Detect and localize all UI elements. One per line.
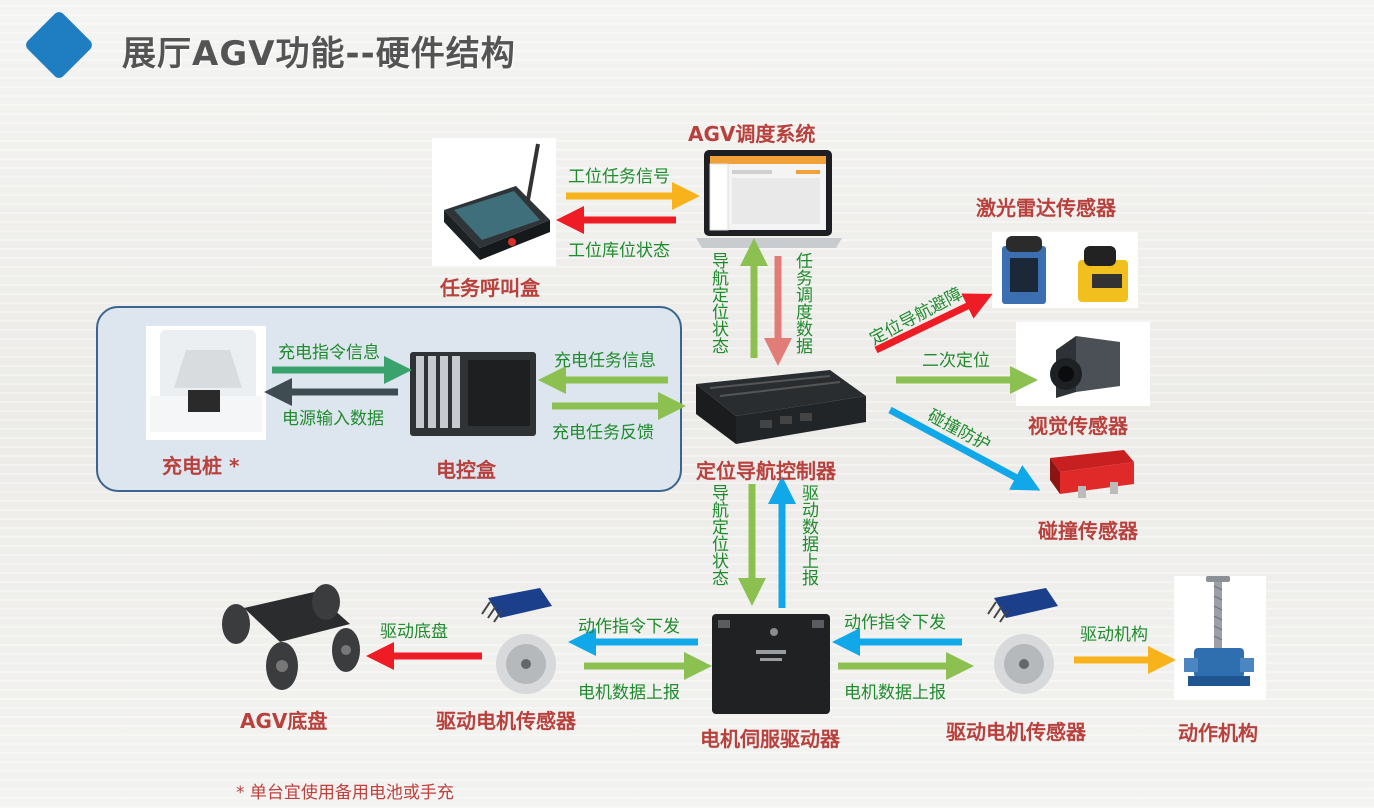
edge-label-drive-report: 驱动数据上报 xyxy=(798,484,818,586)
edge-label-secondary-pos: 二次定位 xyxy=(922,351,990,371)
motor-sensor-left-label: 驱动电机传感器 xyxy=(436,709,576,733)
lidar-label: 激光雷达传感器 xyxy=(976,196,1116,220)
servo-driver-image xyxy=(708,610,834,718)
lidar-image xyxy=(992,232,1138,308)
edge-label-station-status: 工位库位状态 xyxy=(568,241,670,261)
vision-label: 视觉传感器 xyxy=(1028,414,1128,438)
bumper-icon xyxy=(1050,450,1134,498)
edge-label-task-signal: 工位任务信号 xyxy=(568,167,670,187)
motor-sensor-left-image xyxy=(478,584,568,700)
lidar-icon xyxy=(1002,236,1128,304)
collision-label: 碰撞传感器 xyxy=(1038,519,1138,543)
servo-driver-icon xyxy=(712,614,830,714)
edge-label-nav-status-up: 导航定位状态 xyxy=(708,252,728,354)
motor-sensor-right-image xyxy=(984,584,1074,700)
page-title: 展厅AGV功能--硬件结构 xyxy=(122,34,516,74)
edge-label-nav-status-down: 导航定位状态 xyxy=(708,484,728,586)
power-box-image xyxy=(406,342,540,442)
chassis-icon xyxy=(222,584,360,690)
edge-label-charge-task: 充电任务信息 xyxy=(554,351,656,371)
arrow-collision xyxy=(888,406,1041,491)
laptop-icon xyxy=(696,150,842,248)
call-box-image xyxy=(432,138,556,266)
call-box-icon xyxy=(444,143,550,260)
servo-driver-label: 电机伺服驱动器 xyxy=(700,727,840,751)
controller-label: 定位导航控制器 xyxy=(696,459,836,483)
arrow-obstacle xyxy=(874,293,993,354)
edge-label-charge-cmd: 充电指令信息 xyxy=(278,343,380,363)
chassis-image xyxy=(214,578,364,698)
motor-sensor-right-label: 驱动电机传感器 xyxy=(946,720,1086,744)
motor-sensor-icon xyxy=(481,588,556,694)
chassis-label: AGV底盘 xyxy=(240,709,328,733)
action-label: 动作机构 xyxy=(1178,721,1258,745)
edge-label-power-input: 电源输入数据 xyxy=(282,409,384,429)
edge-label-motor-report-left: 电机数据上报 xyxy=(578,683,680,703)
camera-icon xyxy=(1050,336,1120,398)
call-box-label: 任务呼叫盒 xyxy=(440,276,540,300)
charger-image xyxy=(146,326,266,440)
scheduler-label: AGV调度系统 xyxy=(688,122,816,146)
edge-label-drive-mechanism: 驱动机构 xyxy=(1080,625,1148,645)
collision-image xyxy=(1044,442,1138,502)
controller-icon xyxy=(696,370,866,444)
power-box-icon xyxy=(410,352,536,436)
edge-label-action-cmd-left: 动作指令下发 xyxy=(578,617,680,637)
vision-image xyxy=(1016,322,1150,406)
edge-label-motor-report-right: 电机数据上报 xyxy=(844,683,946,703)
scheduler-laptop-image xyxy=(696,148,842,250)
edge-label-action-cmd-right: 动作指令下发 xyxy=(844,613,946,633)
footnote: * 单台宜使用备用电池或手充 xyxy=(236,783,454,803)
edge-label-drive-chassis: 驱动底盘 xyxy=(380,622,448,642)
edge-label-charge-feedback: 充电任务反馈 xyxy=(552,423,654,443)
screw-jack-icon xyxy=(1184,576,1254,686)
charger-label: 充电桩 * xyxy=(162,454,240,478)
charging-pile-icon xyxy=(150,330,262,432)
motor-sensor-icon xyxy=(987,588,1058,694)
power-box-label: 电控盒 xyxy=(436,458,496,482)
edge-label-dispatch-data: 任务调度数据 xyxy=(792,252,812,354)
action-mechanism-image xyxy=(1174,576,1266,700)
controller-image xyxy=(680,364,870,450)
